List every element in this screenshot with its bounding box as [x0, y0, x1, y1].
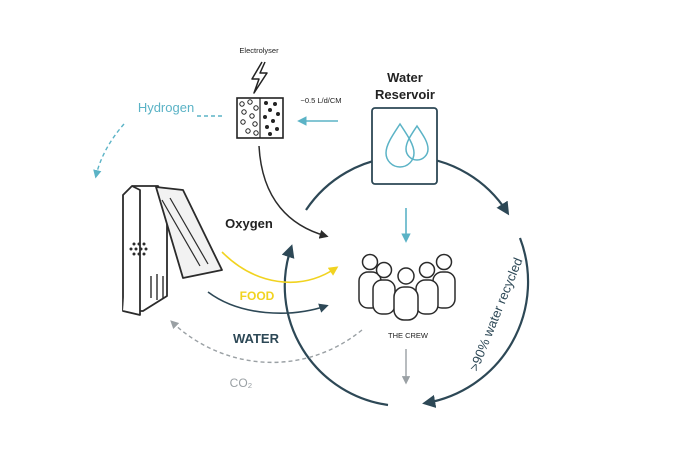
hydrogen-arrow	[93, 123, 125, 179]
reservoir-box	[371, 107, 438, 185]
reservoir-title-line2: Reservoir	[375, 87, 435, 102]
flow-rate-label: ~0.5 L/d/CM	[300, 96, 341, 105]
co2-arrow	[170, 320, 363, 364]
electrolyser-label: Electrolyser	[239, 46, 279, 55]
people-group-icon	[358, 253, 456, 321]
food-arrow	[221, 251, 339, 284]
reservoir-title-line1: Water	[387, 70, 423, 85]
bioreactor-unit-icon	[122, 185, 223, 316]
hydrogen-label: Hydrogen	[138, 100, 194, 115]
crew-label: THE CREW	[388, 331, 429, 340]
oxygen-arrow	[258, 145, 329, 239]
water-drops-icon	[385, 122, 429, 168]
recycle-arc-left	[281, 244, 389, 407]
electrolyser-box	[236, 97, 284, 139]
food-label: FOOD	[240, 289, 275, 303]
water-label: WATER	[233, 331, 280, 346]
oxygen-label: Oxygen	[225, 216, 273, 231]
device-vent-icon	[129, 242, 148, 256]
recycled-label: >90% water recycled	[466, 255, 525, 373]
recycle-arc-right	[422, 237, 530, 408]
lightning-bolt-icon	[251, 61, 268, 94]
water-arrow	[207, 291, 329, 314]
co2-label: CO₂	[230, 376, 253, 390]
